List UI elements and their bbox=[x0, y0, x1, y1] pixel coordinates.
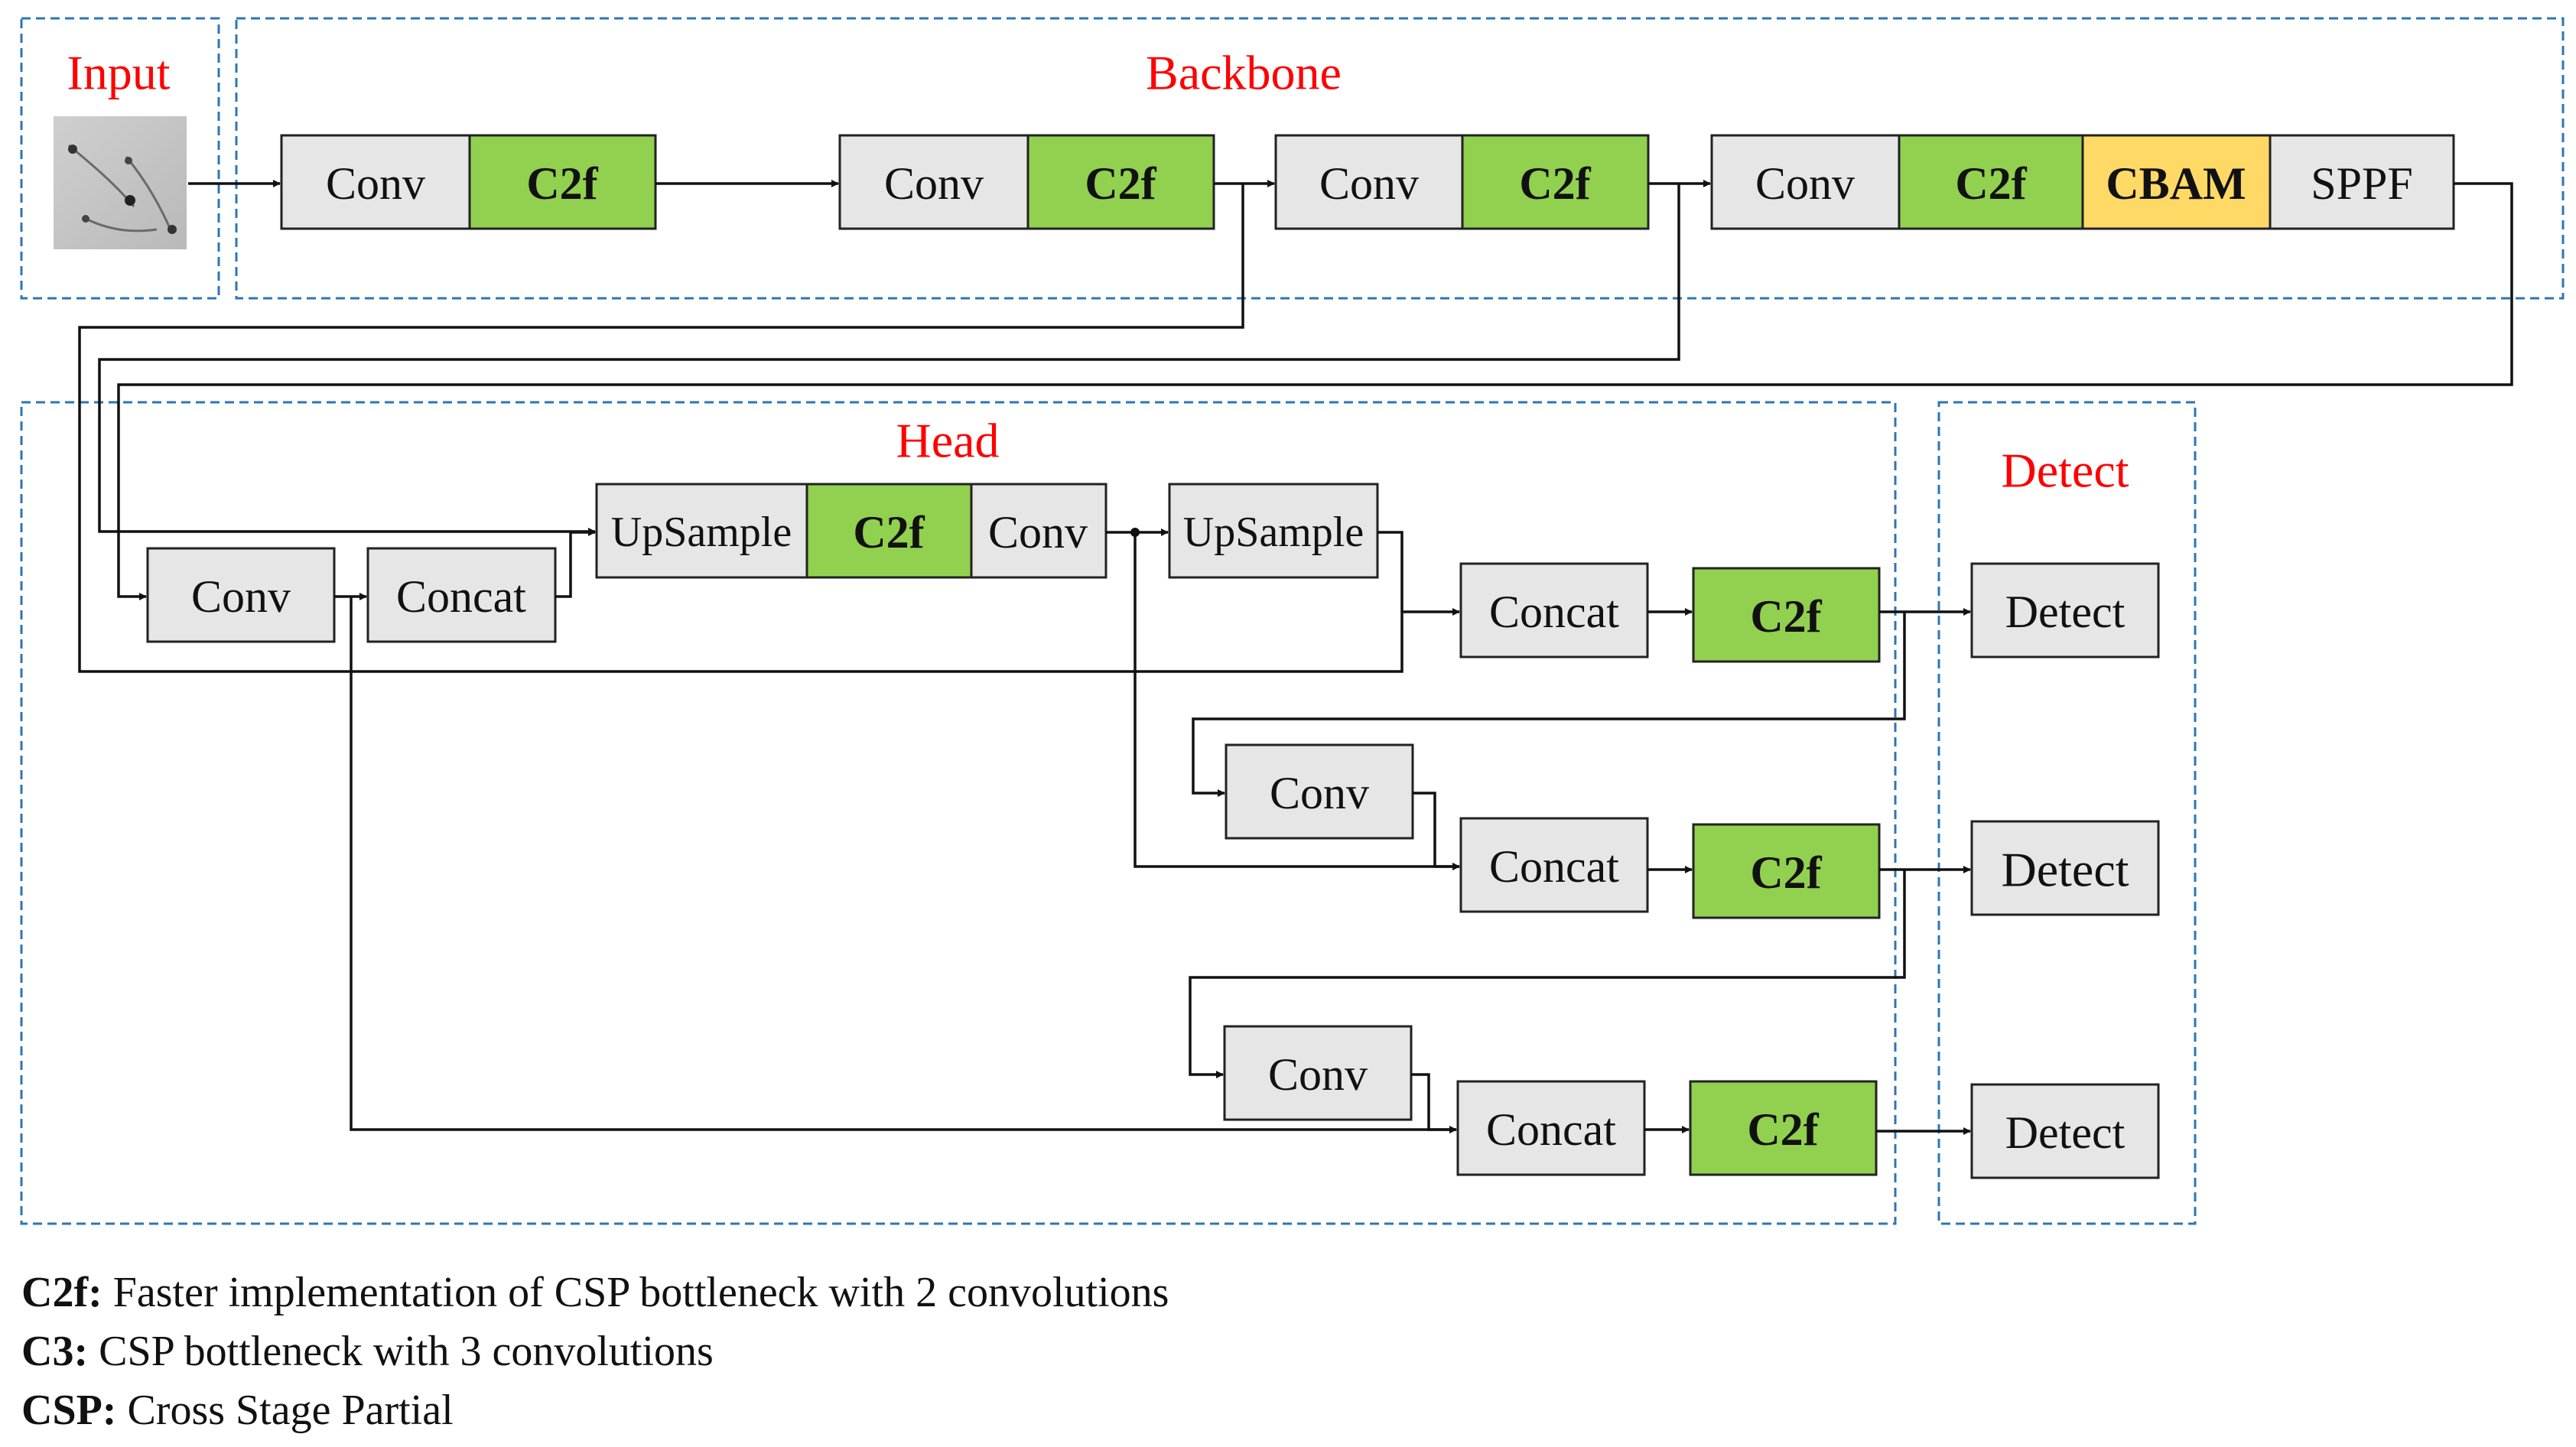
head-c2f-out-3-label: C2f bbox=[1747, 1104, 1819, 1155]
detect-box-3: Detect bbox=[1970, 1083, 2160, 1179]
arrow-conv-mid-to-concat3 bbox=[1134, 532, 1460, 870]
input-region-title: Input bbox=[67, 46, 170, 100]
backbone-sppf bbox=[2269, 134, 2455, 230]
legend: C2f: Faster implementation of CSP bottle… bbox=[21, 1263, 1169, 1440]
head-c2f-out-2: C2f bbox=[1692, 823, 1881, 919]
arrow-c2f1-to-conv2 bbox=[1192, 612, 1906, 797]
backbone-region-title: Backbone bbox=[1146, 46, 1342, 100]
arrow-conv2-to-concat3 bbox=[1413, 792, 1460, 870]
head-c2f-mid bbox=[805, 483, 973, 579]
backbone-conv-4-label: Conv bbox=[1755, 158, 1855, 209]
arrow-upsample2-to-concat2 bbox=[1377, 531, 1403, 612]
head-c2f-out-1: C2f bbox=[1692, 567, 1881, 663]
legend-term: C2f: bbox=[21, 1269, 102, 1316]
head-upsample-1-label: UpSample bbox=[611, 509, 792, 556]
head-concat-2-label: Concat bbox=[1489, 587, 1619, 637]
sppf-to-head-conv1 bbox=[117, 182, 2513, 600]
head-concat-1: Concat bbox=[366, 547, 557, 643]
head-upsample-1 bbox=[595, 483, 808, 579]
head-c2f-out-2-label: C2f bbox=[1750, 847, 1822, 898]
head-upsample-2: UpSample bbox=[1168, 483, 1379, 579]
backbone-cbam-label: CBAM bbox=[2106, 158, 2246, 209]
backbone-c2f-1 bbox=[468, 134, 657, 230]
detect-box-2: Detect bbox=[1970, 820, 2160, 916]
arrow-conv1-to-concat4 bbox=[350, 597, 1457, 1133]
backbone-stage-4: Conv C2f CBAM SPPF bbox=[1710, 134, 2455, 230]
legend-text: Faster implementation of CSP bottleneck … bbox=[102, 1269, 1169, 1316]
arrow-c2f2-to-conv3 bbox=[1189, 870, 1906, 1078]
input-image bbox=[54, 116, 187, 249]
head-conv-mid-label: Conv bbox=[988, 507, 1088, 558]
backbone-c2f-2 bbox=[1026, 134, 1215, 230]
head-conv-2-label: Conv bbox=[1270, 768, 1369, 818]
input-region: Input bbox=[20, 17, 220, 300]
head-concat-1-label: Concat bbox=[396, 571, 526, 622]
head-concat-3-label: Concat bbox=[1489, 841, 1619, 892]
legend-term: CSP: bbox=[21, 1387, 117, 1434]
backbone-conv-2-label: Conv bbox=[884, 158, 984, 209]
detect-box-1-label: Detect bbox=[2005, 587, 2126, 637]
head-concat-4: Concat bbox=[1456, 1080, 1646, 1176]
backbone-c2f-1-label: C2f bbox=[526, 158, 598, 209]
head-conv-2: Conv bbox=[1225, 743, 1414, 840]
backbone-conv-1-label: Conv bbox=[326, 158, 425, 209]
detect-region: Detect bbox=[1937, 401, 2197, 1225]
head-c2f-mid-label: C2f bbox=[853, 507, 925, 558]
head-conv-1-label: Conv bbox=[191, 571, 291, 622]
head-conv-3-label: Conv bbox=[1268, 1049, 1368, 1100]
head-conv-3: Conv bbox=[1223, 1025, 1413, 1121]
backbone-sppf-label: SPPF bbox=[2311, 158, 2412, 209]
legend-text: Cross Stage Partial bbox=[116, 1387, 454, 1434]
head-concat-2: Concat bbox=[1459, 562, 1649, 658]
backbone-c2f-3-label: C2f bbox=[1519, 158, 1591, 209]
backbone-stage-2: Conv C2f bbox=[838, 134, 1215, 230]
backbone-region: Backbone bbox=[235, 17, 2565, 300]
detect-region-title: Detect bbox=[2002, 444, 2129, 498]
backbone-conv-2 bbox=[838, 134, 1029, 230]
skip-backbone-stage3-to-upsample bbox=[98, 184, 1680, 535]
head-conv-1: Conv bbox=[146, 547, 336, 643]
detect-box-2-label: Detect bbox=[2002, 843, 2129, 897]
head-upsample-2-label: UpSample bbox=[1183, 509, 1364, 556]
head-region-title: Head bbox=[896, 414, 999, 468]
head-region: Head bbox=[20, 401, 1897, 1225]
head-concat-3: Concat bbox=[1459, 817, 1649, 913]
backbone-c2f-3 bbox=[1461, 134, 1650, 230]
backbone-conv-3-label: Conv bbox=[1319, 158, 1419, 209]
backbone-stage-3: Conv C2f bbox=[1274, 134, 1650, 230]
backbone-c2f-4-label: C2f bbox=[1955, 158, 2027, 209]
head-concat-4-label: Concat bbox=[1486, 1104, 1616, 1155]
detect-box-1: Detect bbox=[1970, 562, 2160, 658]
legend-item-csp: CSP: Cross Stage Partial bbox=[21, 1381, 1169, 1440]
arrow-concat1-to-upsample bbox=[555, 528, 596, 598]
detect-box-3-label: Detect bbox=[2005, 1107, 2126, 1158]
head-conv-mid bbox=[970, 483, 1107, 579]
head-upsample-block: UpSample C2f Conv bbox=[595, 483, 1107, 579]
head-c2f-out-1-label: C2f bbox=[1750, 591, 1822, 642]
backbone-c2f-2-label: C2f bbox=[1085, 158, 1156, 209]
legend-item-c3: C3: CSP bottleneck with 3 convolutions bbox=[21, 1322, 1169, 1381]
backbone-stage-1: Conv C2f bbox=[280, 134, 657, 230]
legend-term: C3: bbox=[21, 1328, 89, 1375]
connectors bbox=[78, 180, 2513, 1135]
head-c2f-out-3: C2f bbox=[1689, 1080, 1878, 1176]
legend-text: CSP bottleneck with 3 convolutions bbox=[88, 1328, 714, 1375]
arrow-conv3-to-concat4 bbox=[1411, 1073, 1457, 1133]
legend-item-c2f: C2f: Faster implementation of CSP bottle… bbox=[21, 1263, 1169, 1322]
backbone-c2f-4 bbox=[1898, 134, 2084, 230]
